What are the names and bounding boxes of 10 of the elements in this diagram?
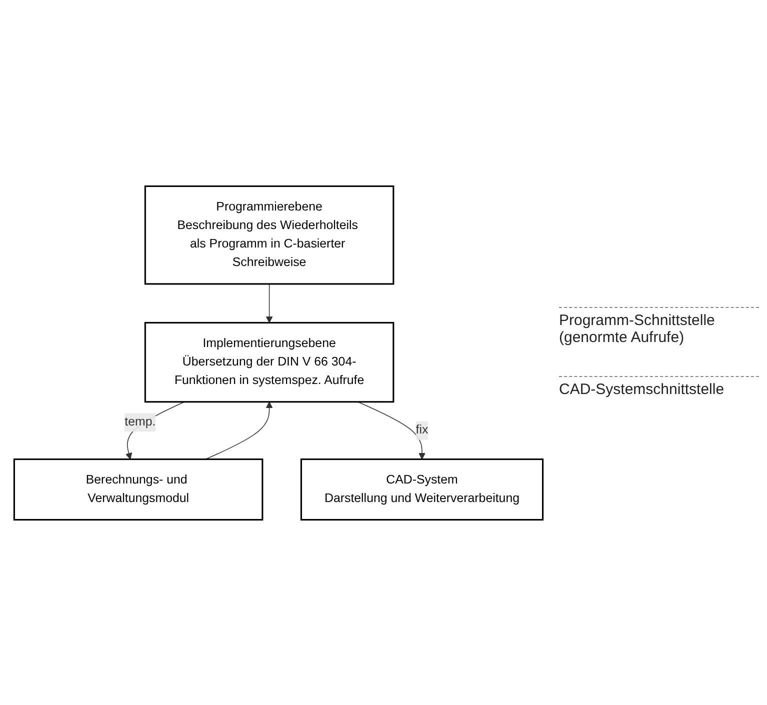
node-box: Programmierebene Beschreibung des Wiederholteils als Programm in C-basierter Schreibweise <box>144 184 394 284</box>
arrow <box>357 400 426 460</box>
arrow <box>266 283 273 323</box>
node-box: Implementierungsebene Übersetzung der DIN V 66 304-Funktionen in systemspez. Aufrufe <box>144 321 394 402</box>
interface-label: Programm-Schnittstelle (genormte Aufrufe) <box>559 307 759 346</box>
interface-label: CAD-Systemschnittstelle <box>559 376 759 398</box>
edge-label: temp. <box>124 415 156 428</box>
node-box: CAD-System Darstellung und Weiterverarbeitung <box>300 458 544 520</box>
node-box: Berechnungs- und Verwaltungsmodul <box>13 458 264 520</box>
edge-label: fix <box>416 423 428 436</box>
